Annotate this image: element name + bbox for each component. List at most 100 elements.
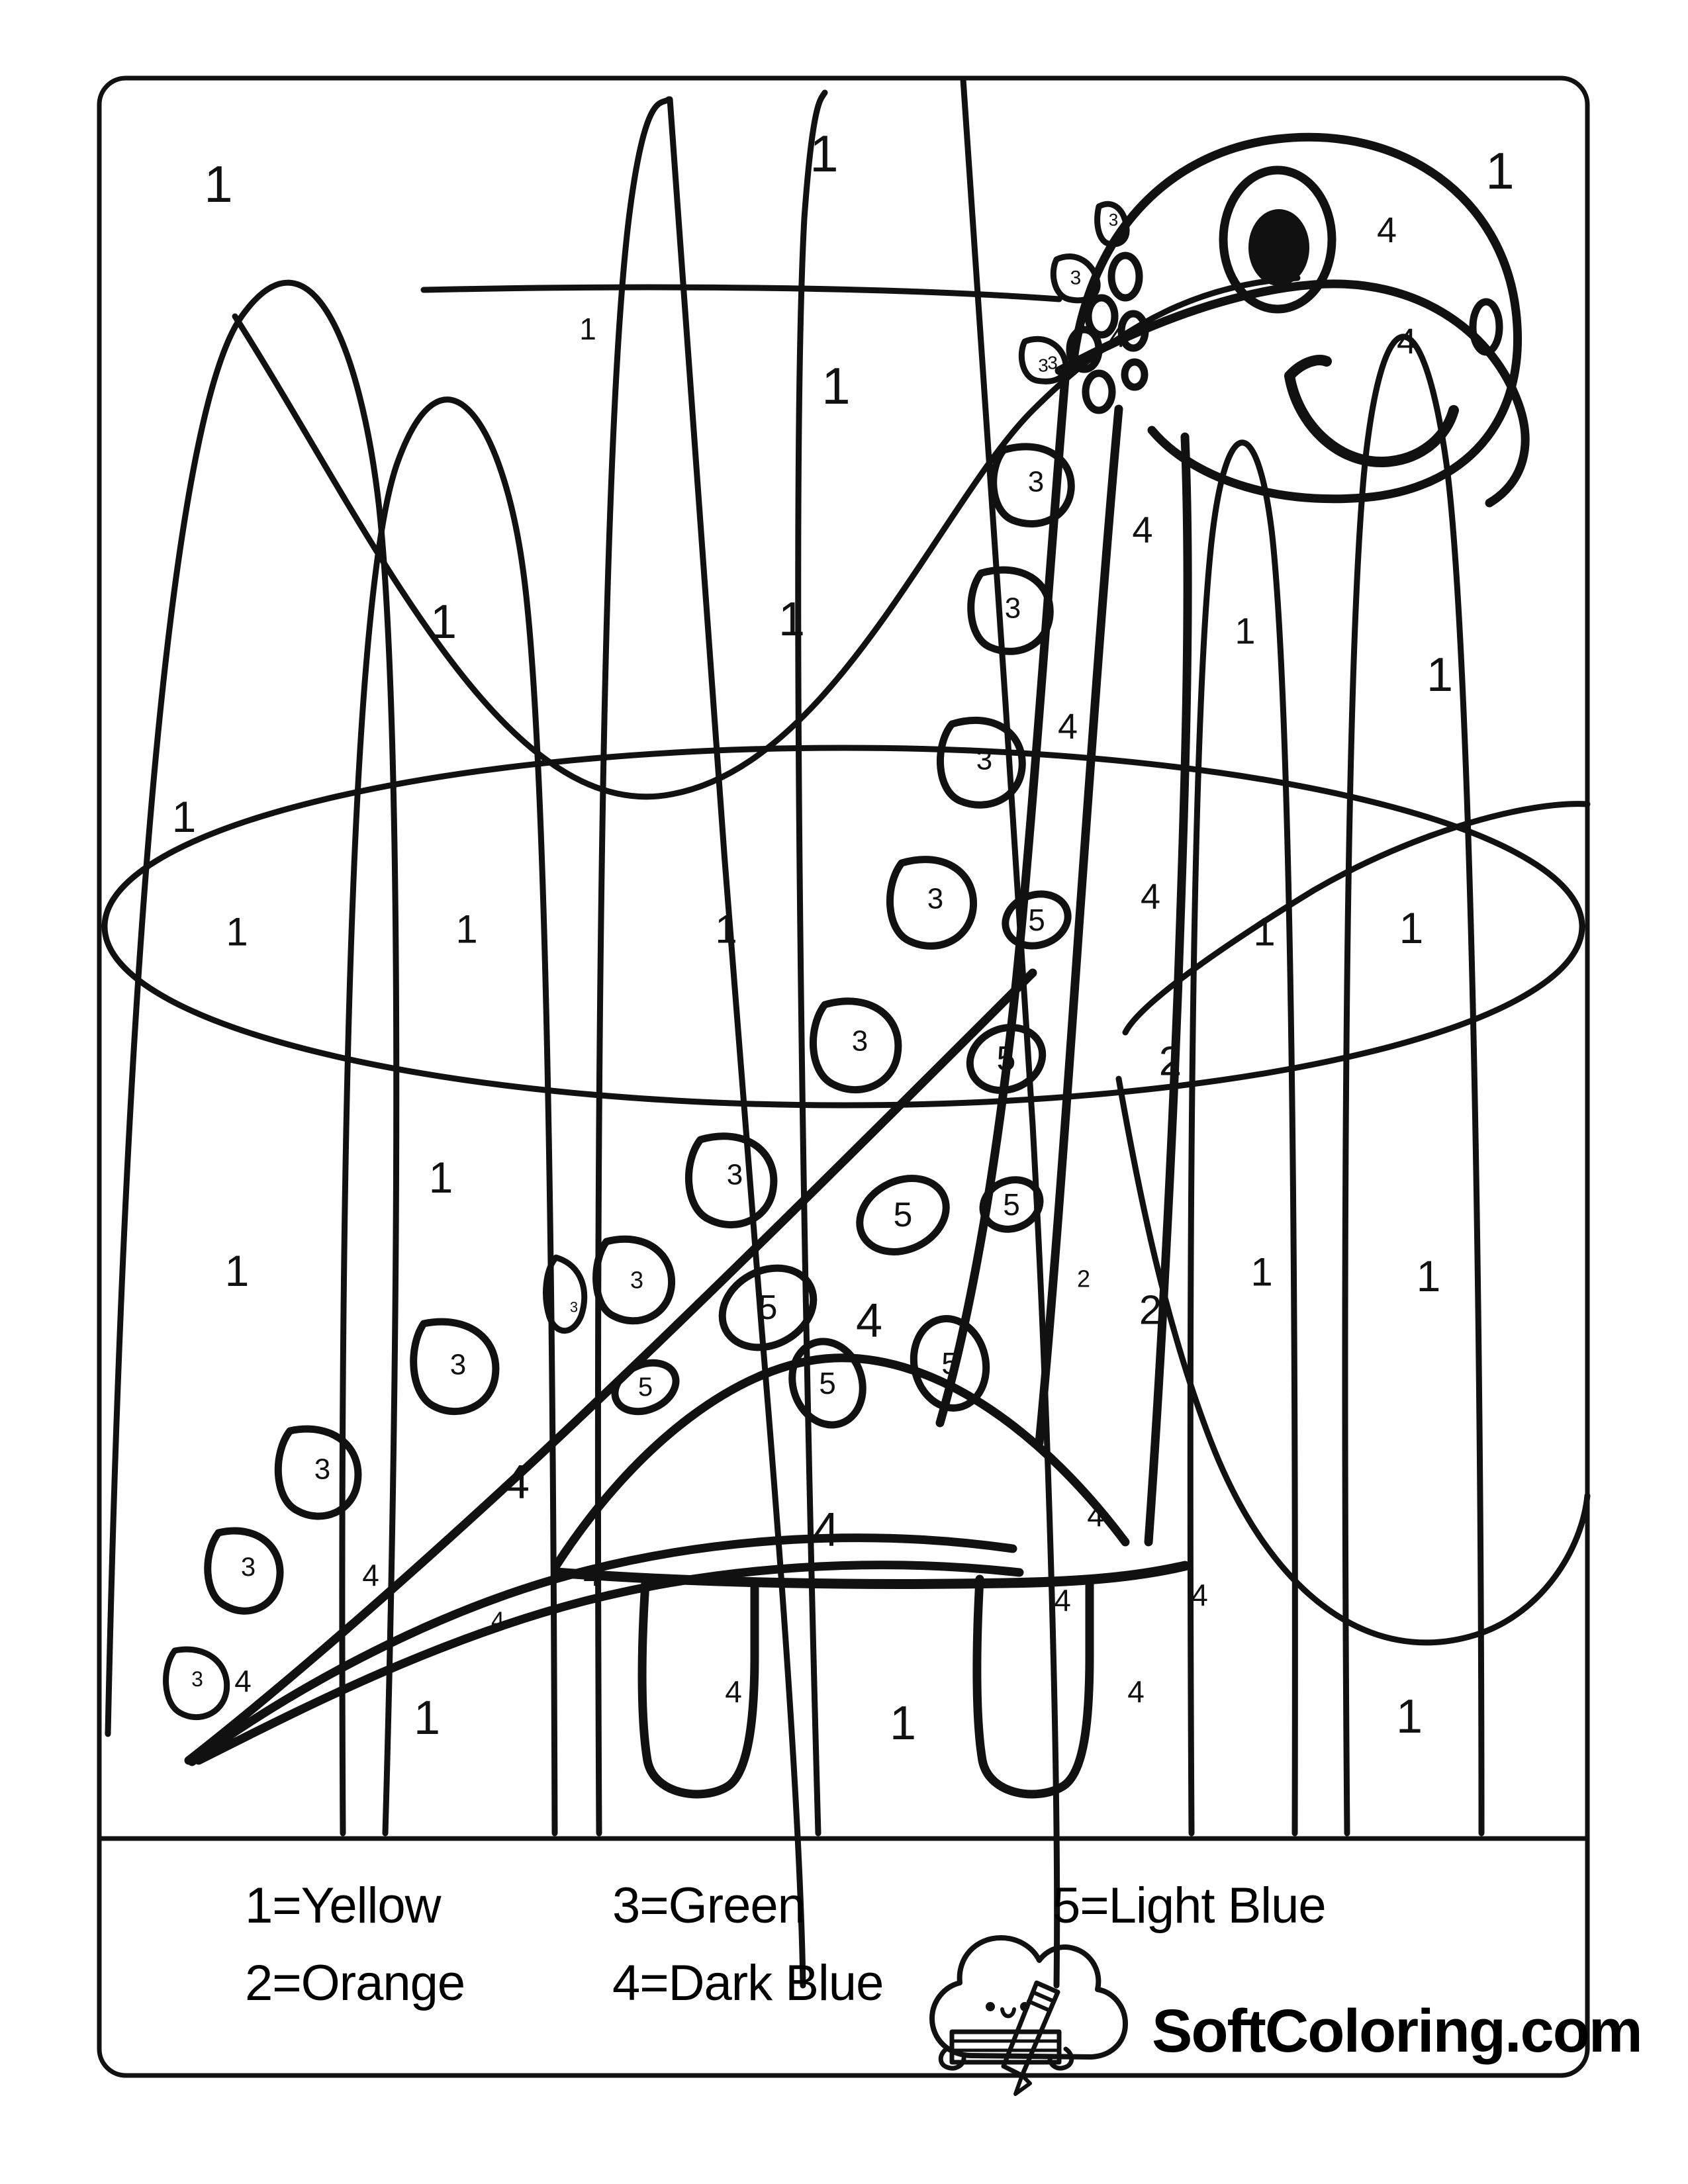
dino-spot-3	[856, 1175, 950, 1255]
legend-entry-3: 3=Green	[612, 1878, 805, 1934]
region-number-3: 3	[1005, 592, 1021, 625]
dino-scale-oval-3	[1117, 310, 1149, 352]
region-number-1: 1	[821, 357, 850, 415]
region-number-4: 4	[1127, 1674, 1145, 1709]
dino-spike-3	[1018, 336, 1069, 385]
cloud-mouth	[1000, 2007, 1016, 2019]
region-number-5: 5	[638, 1373, 653, 1402]
region-number-1: 1	[1485, 142, 1514, 200]
region-number-4: 4	[813, 1504, 839, 1557]
dino-spike-12	[410, 1318, 500, 1416]
bg-curve-horizontal	[420, 284, 1062, 302]
branding-block: SoftColoring.com	[929, 1935, 1643, 2096]
region-number-3: 3	[1070, 267, 1082, 289]
region-number-5: 5	[894, 1196, 913, 1234]
dino-spot-2	[966, 1023, 1047, 1095]
dino-spike-2	[1050, 253, 1101, 304]
region-number-1: 1	[778, 593, 805, 646]
dino-rump-arc	[551, 1353, 1130, 1570]
legend-entry-5: 5=Light Blue	[1053, 1878, 1326, 1934]
dino-spike-5	[967, 566, 1054, 655]
dino-scale-oval-5	[1121, 358, 1149, 391]
dinosaur-figure	[163, 132, 1530, 1799]
bg-curve-left-arch	[105, 279, 400, 1837]
region-number-5: 5	[1028, 903, 1045, 937]
cloud-arm-right	[1047, 2046, 1074, 2071]
legend-entry-1: 1=Yellow	[245, 1878, 442, 1934]
region-number-4: 4	[1132, 509, 1152, 551]
cloud-body	[929, 1935, 1128, 2060]
region-number-1: 1	[1417, 1251, 1441, 1300]
region-number-4: 4	[1191, 1578, 1208, 1612]
region-number-3: 3	[314, 1453, 330, 1486]
frame-border	[97, 75, 1590, 2078]
bg-curve-diagonal-a	[960, 76, 1060, 1989]
dino-leg-front-right	[972, 1574, 1094, 1799]
region-number-1: 1	[1235, 610, 1255, 652]
bg-curve-right-lobe	[1122, 801, 1591, 1036]
region-number-5: 5	[941, 1346, 959, 1381]
region-number-4: 4	[491, 1607, 504, 1634]
cloud-with-pencil-logo	[929, 1935, 1128, 2096]
pencil-icon	[1001, 1980, 1060, 2096]
region-number-5: 5	[1003, 1187, 1020, 1222]
legend-entry-2: 2=Orange	[245, 1955, 465, 2011]
region-number-3: 3	[727, 1159, 743, 1191]
dino-back-diagonal	[184, 968, 1037, 1765]
region-number-3: 3	[191, 1667, 203, 1691]
dino-spot-4	[979, 1176, 1044, 1233]
dino-spike-6	[936, 716, 1026, 809]
region-number-3: 3	[241, 1553, 256, 1582]
region-number-1: 1	[715, 907, 737, 952]
dino-scale-oval-1	[1107, 251, 1143, 302]
dino-spot-6	[910, 1315, 990, 1412]
dino-smile	[1284, 371, 1459, 468]
bg-curve-right-lobe-b	[1115, 1075, 1591, 1646]
region-number-1: 1	[430, 596, 457, 649]
region-number-5: 5	[819, 1366, 836, 1400]
dino-spike-1	[1094, 201, 1130, 248]
legend-block: 1=Yellow 2=Orange 3=Green 4=Dark Blue 5=…	[245, 1878, 1327, 2011]
region-number-1: 1	[1399, 903, 1424, 952]
dino-spike-14	[204, 1527, 284, 1615]
region-number-1: 1	[414, 1692, 440, 1745]
cloud-paper	[949, 2029, 1062, 2065]
region-number-4: 4	[1058, 707, 1078, 747]
dino-head-outline	[1068, 132, 1523, 504]
region-number-1: 1	[429, 1153, 453, 1202]
dino-scale-oval-6	[1082, 369, 1116, 414]
region-number-1: 1	[226, 910, 248, 954]
dino-spike-9	[684, 1132, 778, 1228]
region-number-4: 4	[725, 1674, 742, 1709]
region-number-4: 4	[362, 1558, 379, 1592]
dino-spots	[611, 890, 1072, 1429]
region-number-3: 3	[630, 1267, 643, 1294]
region-number-2: 2	[1139, 1288, 1162, 1334]
dino-spot-8	[788, 1338, 867, 1429]
dino-eye-outline	[1219, 165, 1336, 314]
region-number-1: 1	[455, 907, 477, 952]
region-number-4: 4	[234, 1664, 252, 1698]
region-number-1: 1	[1250, 1250, 1272, 1295]
region-number-1: 1	[225, 1246, 250, 1295]
region-number-2: 2	[1077, 1265, 1090, 1293]
dino-leg-front-left	[637, 1578, 759, 1799]
legend-entry-4: 4=Dark Blue	[612, 1955, 883, 2011]
bg-curve-column-a	[594, 96, 672, 1837]
dino-chest-line	[1144, 432, 1192, 1547]
region-number-1: 1	[1427, 649, 1453, 702]
pencil-tip	[1013, 2073, 1032, 2096]
site-name: SoftColoring.com	[1152, 1997, 1642, 2065]
region-number-1: 1	[1253, 910, 1275, 954]
bg-ellipse-band	[101, 745, 1585, 1109]
dino-spike-4	[990, 443, 1075, 527]
dino-spot-5	[718, 1264, 818, 1351]
region-number-1: 1	[1396, 1690, 1423, 1743]
region-number-1: 1	[172, 792, 197, 841]
region-number-4: 4	[1109, 319, 1126, 353]
dino-spot-1	[1002, 890, 1072, 950]
region-number-3: 3	[927, 883, 943, 915]
